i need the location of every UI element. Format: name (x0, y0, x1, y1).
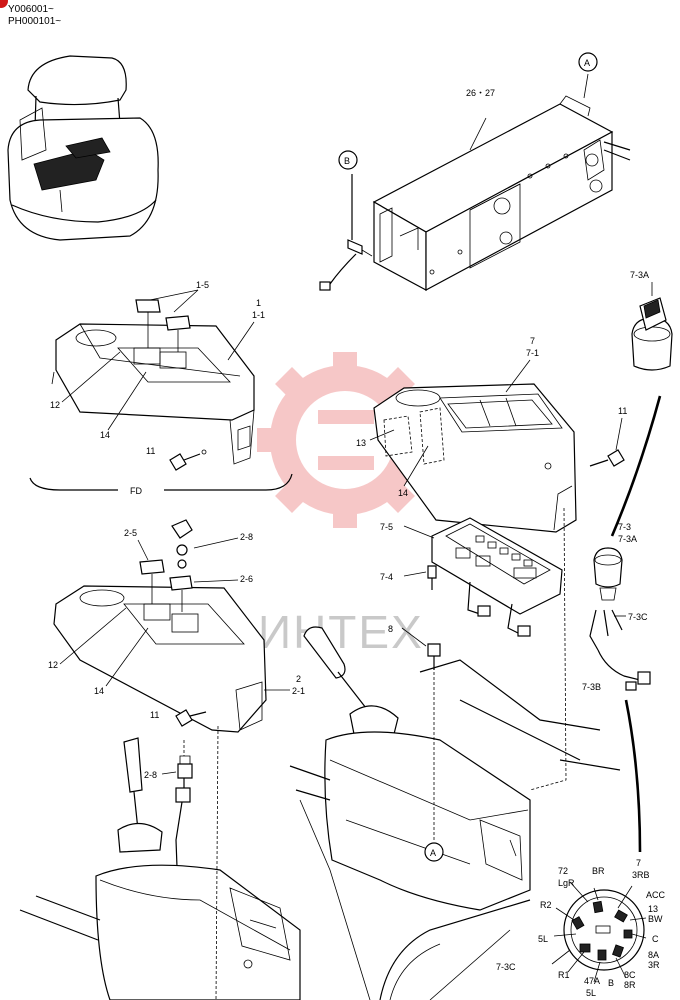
label-14-c: 14 (94, 686, 104, 696)
label-7-3A-top: 7-3A (630, 270, 649, 280)
screw-11-a (169, 449, 207, 471)
svg-text:C: C (652, 934, 659, 944)
upper-console-box (319, 73, 631, 292)
watermark-text: ИНТЕХ (258, 606, 424, 658)
svg-text:R2: R2 (540, 900, 552, 910)
label-11-a: 11 (146, 446, 155, 456)
label-2-1: 2-1 (292, 686, 305, 696)
label-1-1: 1-1 (252, 310, 265, 320)
label-7-3C: 7-3C (628, 612, 648, 622)
serial-range-1: Y006001~ (8, 4, 54, 15)
label-8: 8 (388, 624, 393, 634)
svg-text:8A: 8A (648, 950, 659, 960)
label-7: 7 (530, 336, 535, 346)
label-2: 2 (296, 674, 301, 684)
label-7-3B: 7-3B (582, 682, 601, 692)
screw-7-4 (427, 565, 437, 590)
label-7-3: 7-3 (618, 522, 631, 532)
base-frame-right (289, 659, 621, 1000)
label-11-c: 11 (150, 710, 159, 720)
screw-11-b (589, 449, 625, 467)
cap-1-5b (165, 315, 191, 331)
label-12-a: 12 (50, 400, 60, 410)
svg-text:B: B (344, 156, 350, 166)
callout-A-bottom: A (424, 842, 444, 862)
svg-text:72: 72 (558, 866, 568, 876)
svg-text:R1: R1 (558, 970, 570, 980)
svg-text:5L: 5L (586, 988, 596, 998)
machine-overview (7, 55, 159, 241)
switch-terminal-detail (551, 881, 647, 983)
svg-text:LgR: LgR (558, 878, 575, 888)
label-2-8-a: 2-8 (240, 532, 253, 542)
label-7-5: 7-5 (380, 522, 393, 532)
corner-mark (0, 0, 8, 8)
knob-2-8-a (171, 519, 193, 569)
console-cover-2 (53, 585, 267, 733)
label-7-3A: 7-3A (618, 534, 637, 544)
callout-B-top: B (338, 150, 358, 170)
label-14-b: 14 (398, 488, 408, 498)
svg-text:ACC: ACC (646, 890, 666, 900)
label-12-b: 12 (48, 660, 58, 670)
label-fd: FD (130, 486, 142, 496)
svg-text:BW: BW (648, 914, 663, 924)
label-2-5: 2-5 (124, 528, 137, 538)
key-7-3A (631, 297, 673, 371)
svg-text:8C: 8C (624, 970, 636, 980)
svg-text:A: A (584, 58, 590, 68)
svg-text:13: 13 (648, 904, 658, 914)
console-cover-1 (51, 323, 255, 465)
svg-text:3RB: 3RB (632, 870, 650, 880)
screw-11-c (175, 709, 207, 727)
key-switch-7-3 (589, 547, 651, 691)
svg-text:5L: 5L (538, 934, 548, 944)
svg-text:47A: 47A (584, 976, 600, 986)
svg-text:3R: 3R (648, 960, 660, 970)
label-2-6: 2-6 (240, 574, 253, 584)
label-7-4: 7-4 (380, 572, 393, 582)
monitor-panel-7-5 (431, 517, 563, 637)
console-cover-7 (373, 383, 577, 533)
label-1: 1 (256, 298, 261, 308)
label-1-5: 1-5 (196, 280, 209, 290)
base-frame-left (19, 864, 301, 1000)
plate-2-6 (169, 575, 193, 591)
svg-text:A: A (430, 848, 436, 858)
lever-left (117, 737, 163, 853)
svg-text:7: 7 (636, 858, 641, 868)
callout-A-top: A (578, 52, 598, 72)
svg-text:8R: 8R (624, 980, 636, 990)
serial-range-2: PH000101~ (8, 16, 62, 27)
svg-text:7-3C: 7-3C (496, 962, 516, 972)
cap-2-5 (139, 559, 165, 575)
label-11-b: 11 (618, 406, 627, 416)
svg-text:BR: BR (592, 866, 605, 876)
label-14-a: 14 (100, 430, 110, 440)
label-2-8-b: 2-8 (144, 770, 157, 780)
label-13: 13 (356, 438, 366, 448)
cap-1-5a (135, 299, 161, 313)
terminal-labels: 72 LgR BR 7 3RB ACC 13 BW R2 C 5L 8A 3R … (496, 858, 666, 998)
bolt-8 (427, 643, 441, 670)
label-26-27: 26・27 (466, 88, 495, 98)
label-7-1: 7-1 (526, 348, 539, 358)
svg-text:B: B (608, 978, 614, 988)
